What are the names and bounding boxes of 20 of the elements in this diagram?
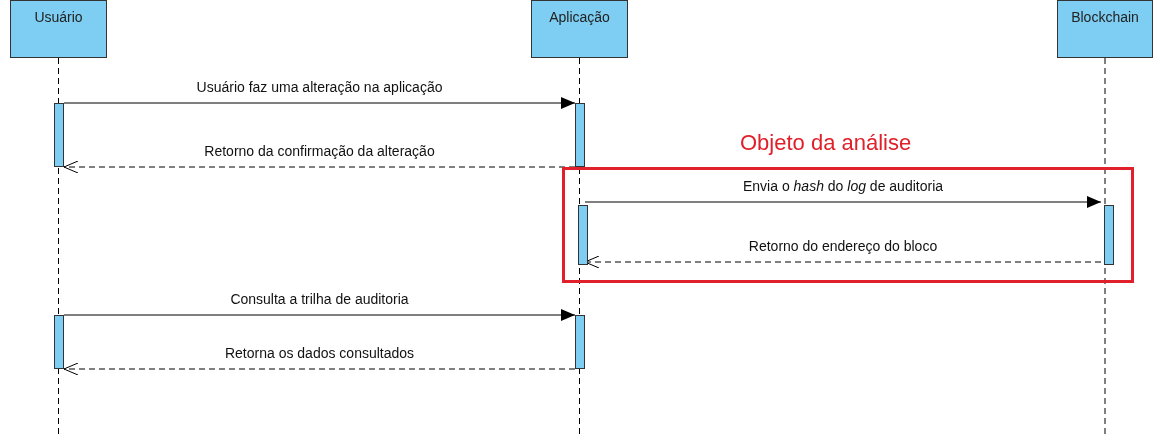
message-label: Usuário faz uma alteração na aplicação — [196, 79, 443, 95]
participant-box: Usuário — [10, 0, 107, 58]
activation-bar — [575, 315, 585, 369]
message-arrow — [63, 97, 576, 109]
activation-bar — [54, 103, 64, 167]
activation-bar — [1104, 205, 1114, 265]
message-label: Envia o hash do log de auditoria — [742, 178, 944, 194]
activation-bar — [578, 205, 588, 265]
message-label: Consulta a trilha de auditoria — [230, 291, 409, 307]
message-arrow — [63, 309, 576, 321]
message-label: Retorna os dados consultados — [224, 345, 415, 361]
message-arrow — [584, 196, 1102, 208]
activation-bar — [54, 315, 64, 369]
message-label: Retorno da confirmação da alteração — [204, 143, 435, 159]
frame-title: Objeto da análise — [740, 130, 912, 156]
participant-box: Blockchain — [1057, 0, 1153, 58]
message-label: Retorno do endereço do bloco — [748, 238, 938, 254]
participant-box: Aplicação — [531, 0, 628, 58]
activation-bar — [575, 103, 585, 167]
return-arrow — [63, 362, 576, 376]
